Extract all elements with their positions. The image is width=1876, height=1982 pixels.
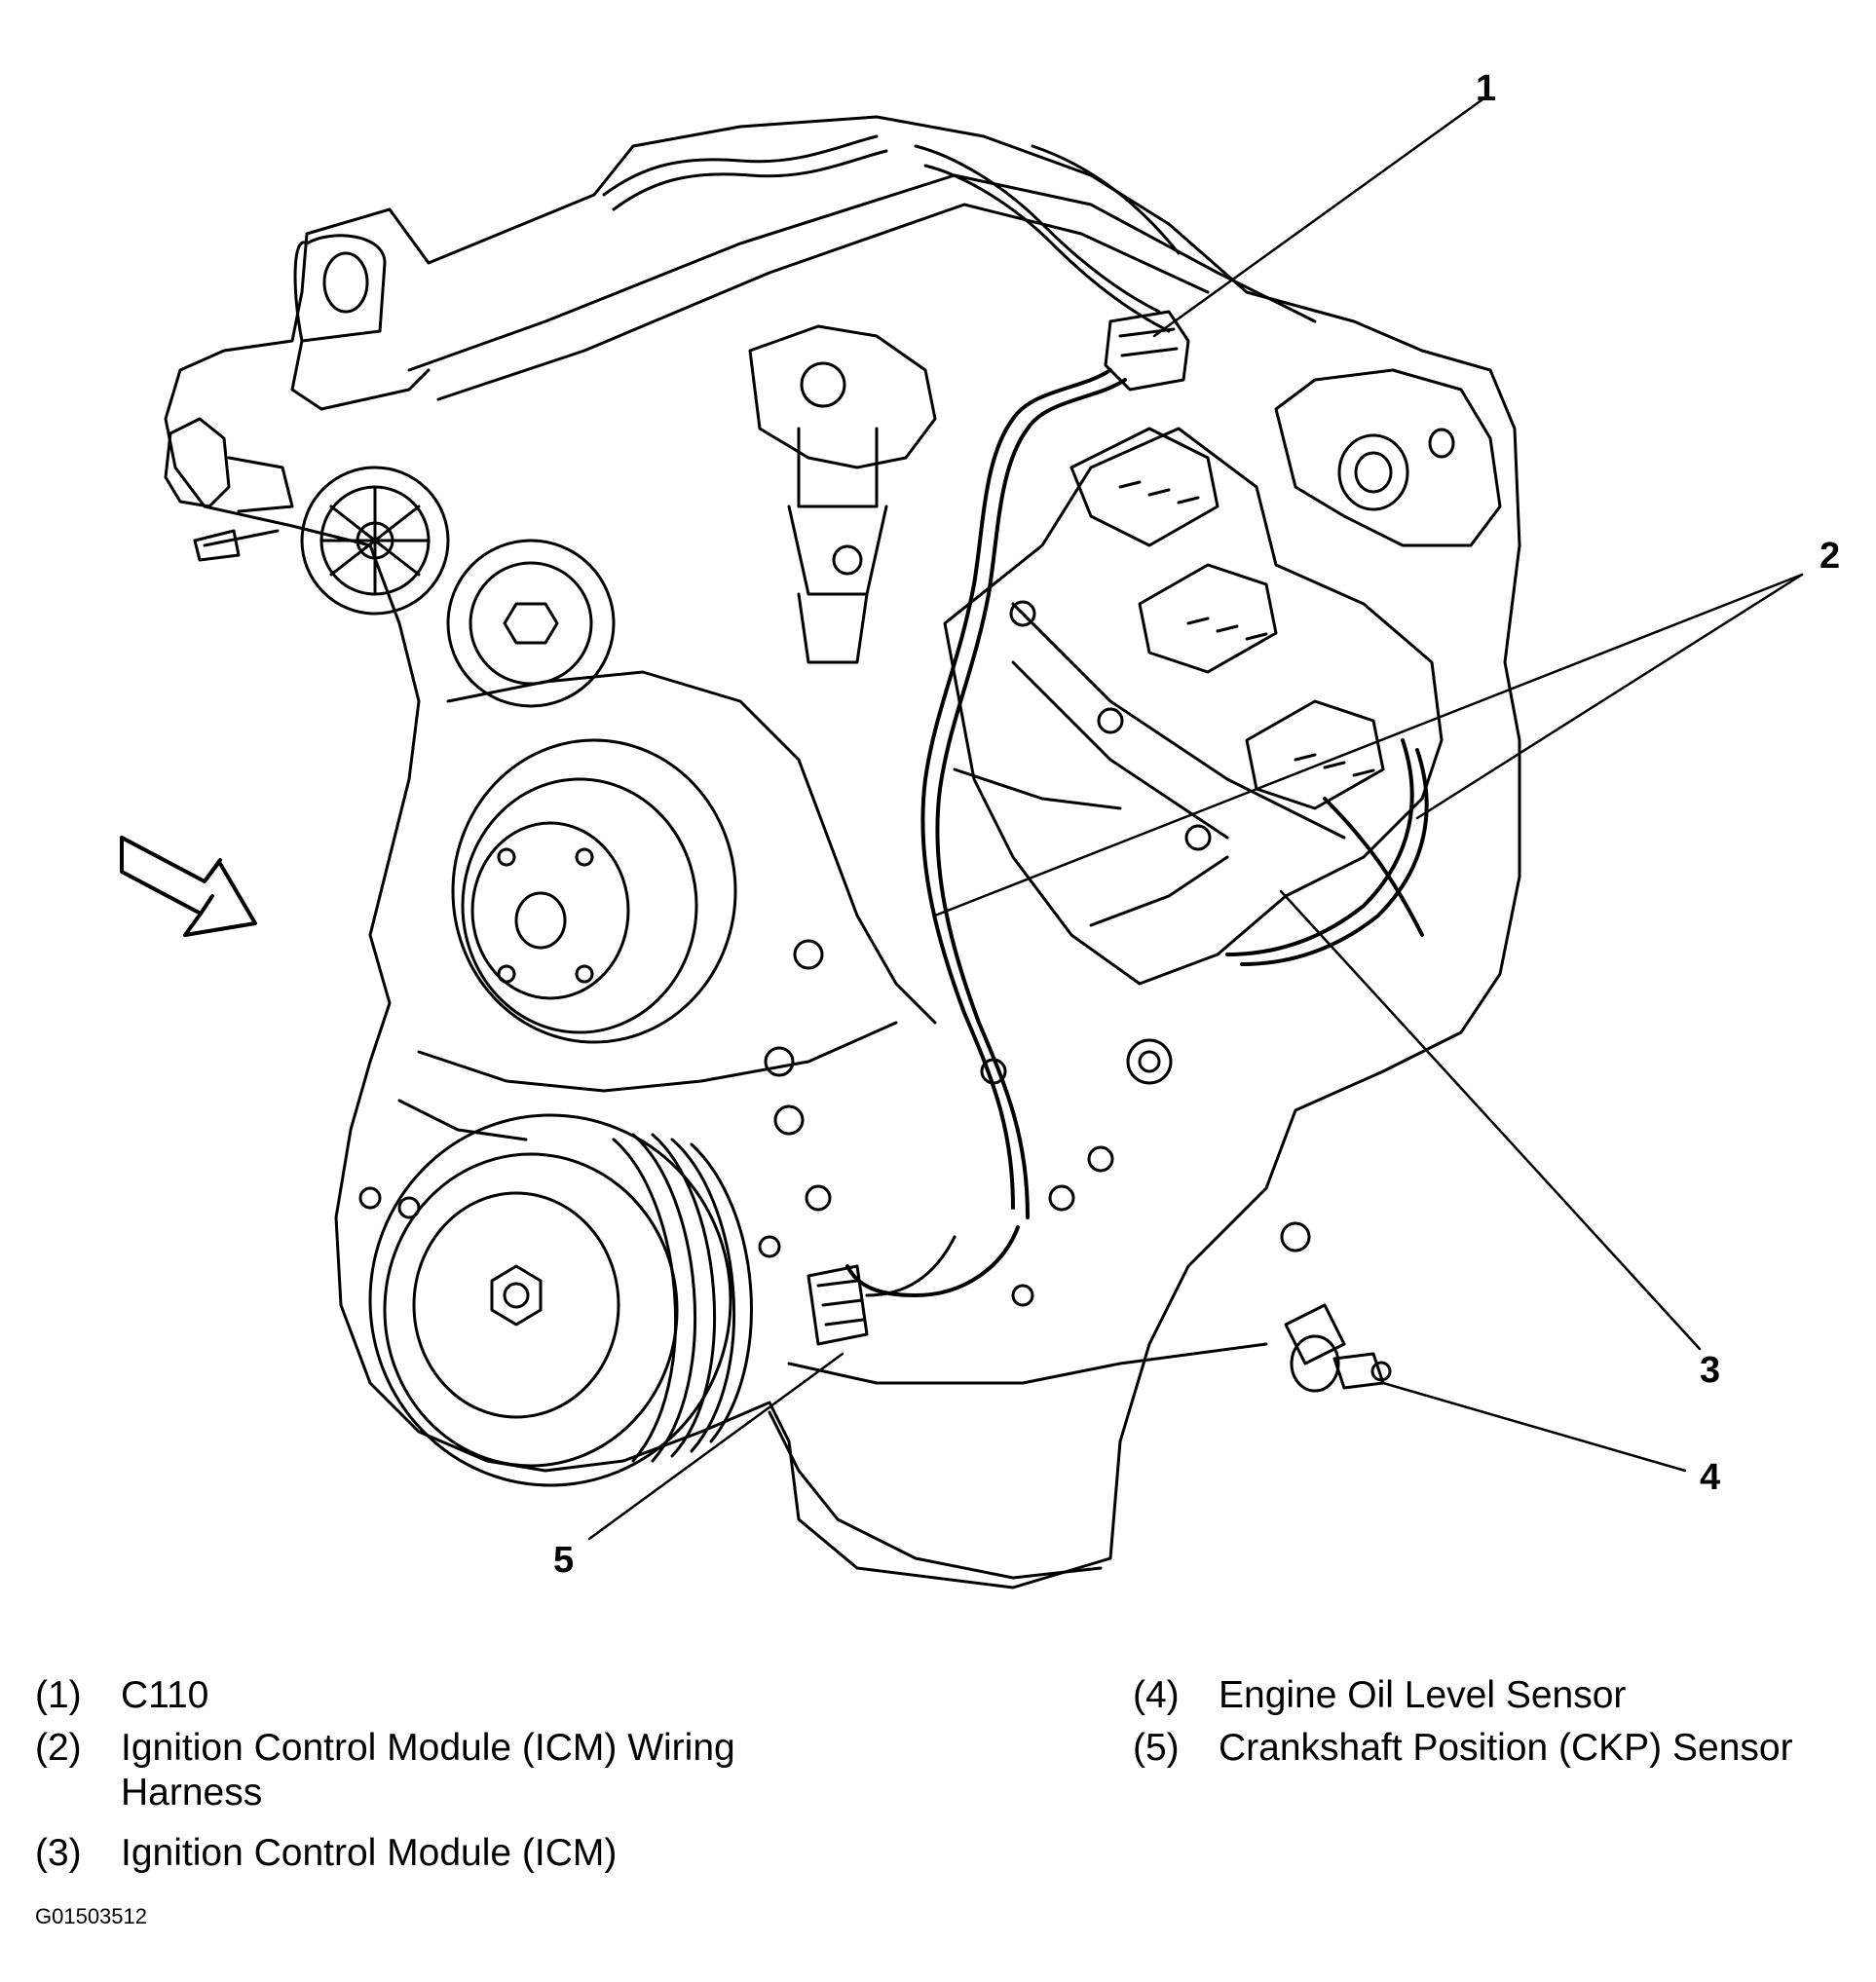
thermostat-housing [748,324,937,664]
bolts [358,767,1311,1307]
ckp-sensor [807,1235,957,1346]
water-pump-pulley [451,738,737,1044]
view-direction-arrow-icon [120,836,257,937]
legend-item-3: (3) Ignition Control Module (ICM) [35,1831,1009,1876]
callout-4: 4 [1700,1457,1721,1498]
callout-1: 1 [1476,68,1497,109]
lifting-eye [290,234,431,411]
leader-line-1 [1152,95,1487,338]
right-bracket [1274,368,1502,547]
c110-connector [1104,310,1190,392]
leader-lines [587,95,1804,1541]
legend-label: Ignition Control Module (ICM) Wiring Har… [121,1727,735,1814]
legend-label: Crankshaft Position (CKP) Sensor [1219,1727,1793,1769]
front-cover [397,670,937,1212]
legend-number: (2) [35,1727,82,1769]
engine-illustration [120,95,1804,1589]
legend-item-2: (2) Ignition Control Module (ICM) Wiring… [35,1726,834,1815]
ignition-modules [943,427,1444,986]
callout-3: 3 [1700,1350,1721,1391]
leader-line-4 [1381,1381,1687,1473]
engine-outline [164,115,1521,1589]
leader-line-5 [587,1352,844,1541]
leader-line-3 [1279,889,1702,1351]
legend-label: Engine Oil Level Sensor [1219,1674,1627,1716]
figure-id: G01503512 [35,1904,147,1928]
left-sensor [164,417,294,562]
legend-item-5: (5) Crankshaft Position (CKP) Sensor [1133,1726,1854,1771]
idler-pulley [300,466,616,708]
legend-label: C110 [121,1674,209,1716]
legend-item-1: (1) C110 [35,1673,1009,1718]
oil-pan [768,1303,1346,1580]
wiring-harness [845,368,1429,1297]
legend-number: (3) [35,1832,82,1874]
crankshaft-balancer [368,1113,753,1487]
legend-item-4: (4) Engine Oil Level Sensor [1133,1673,1854,1718]
legend-number: (5) [1133,1727,1180,1769]
legend-number: (1) [35,1674,82,1716]
leader-line-2a [933,573,1804,917]
callout-2: 2 [1820,536,1841,577]
legend-number: (4) [1133,1674,1180,1716]
legend-label: Ignition Control Module (ICM) [121,1832,618,1874]
callout-5: 5 [553,1540,575,1581]
intake-manifold [407,134,1317,401]
leader-line-2b [1415,573,1804,820]
